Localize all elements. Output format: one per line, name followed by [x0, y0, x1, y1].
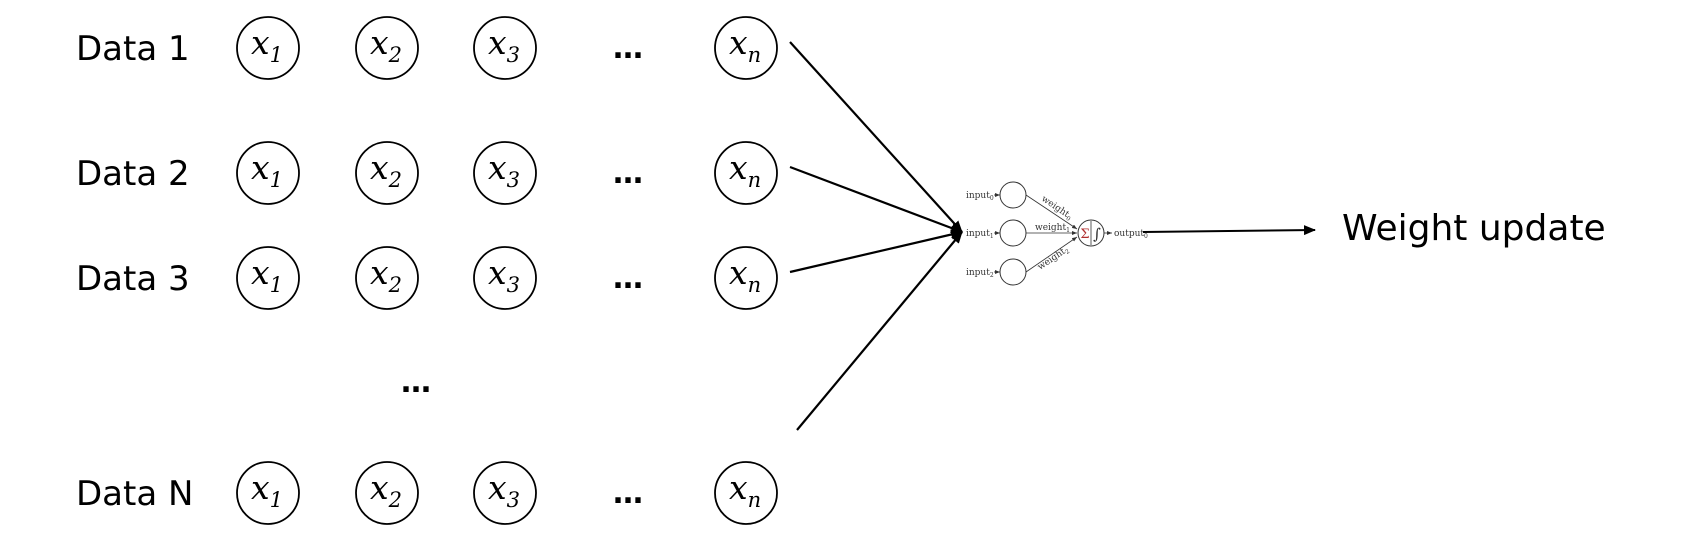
variable-label: xn [729, 468, 761, 512]
variable-label: x3 [488, 23, 520, 67]
variable-circle [236, 16, 300, 80]
variable-circle [236, 246, 300, 310]
variable-node: xn [714, 141, 778, 205]
variable-node: x3 [473, 461, 537, 525]
arrow-data-n [796, 231, 963, 431]
variable-circle [355, 141, 419, 205]
variable-label: x2 [370, 23, 402, 67]
variable-node: x2 [355, 246, 419, 310]
variable-node: xn [714, 246, 778, 310]
variable-label: x1 [251, 23, 283, 67]
data-row: Data N x1 x2 x3 xn … [76, 461, 778, 525]
sum-symbol: Σ [1080, 227, 1089, 242]
variable-circle [355, 246, 419, 310]
row-label: Data 1 [76, 29, 190, 69]
data-rows: Data 1 x1 x2 x3 xn … Data 2 x1 x2 x3 xn … Data 3 x1 x2… [76, 16, 778, 525]
input-label-1: input1 [966, 229, 994, 240]
variable-circle [473, 246, 537, 310]
variable-node: x1 [236, 246, 300, 310]
variable-label: x1 [251, 253, 283, 297]
variable-label: xn [729, 148, 761, 192]
variable-circle [714, 461, 778, 525]
variable-circle [236, 461, 300, 525]
row-label: Data 3 [76, 259, 190, 299]
variable-circle [473, 461, 537, 525]
weight-update-arrow [1142, 225, 1316, 236]
variable-node: xn [714, 16, 778, 80]
input-neuron-2 [999, 258, 1027, 286]
variable-circle [355, 16, 419, 80]
variable-node: x3 [473, 141, 537, 205]
variable-label: xn [729, 253, 761, 297]
variable-circle [355, 461, 419, 525]
variable-node: x1 [236, 141, 300, 205]
column-ellipsis: … [613, 31, 643, 66]
activation-symbol: ∫ [1093, 225, 1101, 243]
column-ellipsis: … [613, 476, 643, 511]
arrow-data-2 [789, 165, 963, 234]
variable-label: x2 [370, 253, 402, 297]
variable-label: x3 [488, 253, 520, 297]
variable-circle [473, 141, 537, 205]
variable-label: x2 [370, 148, 402, 192]
variable-circle [473, 16, 537, 80]
weight-label-0: weight0 [1039, 194, 1074, 223]
row-label: Data 2 [76, 154, 190, 194]
variable-node: x2 [355, 461, 419, 525]
column-ellipsis: … [613, 261, 643, 296]
weight-label-2: weight2 [1036, 245, 1071, 274]
variable-label: x3 [488, 468, 520, 512]
variable-node: x2 [355, 141, 419, 205]
variable-label: x1 [251, 468, 283, 512]
variable-label: xn [729, 23, 761, 67]
weight-line-2 [1025, 236, 1078, 273]
weight-label-1: weight1 [1035, 223, 1070, 234]
input-label-0: input0 [966, 191, 994, 202]
data-row: Data 3 x1 x2 x3 xn … [76, 246, 778, 310]
variable-node: x2 [355, 16, 419, 80]
arrow-data-1 [789, 41, 963, 233]
variable-node: xn [714, 461, 778, 525]
weight-update-label: Weight update [1342, 208, 1606, 249]
variable-node: x3 [473, 246, 537, 310]
input-label-2: input2 [966, 268, 994, 279]
data-row: Data 2 x1 x2 x3 xn … [76, 141, 778, 205]
variable-circle [714, 16, 778, 80]
variable-circle [236, 141, 300, 205]
variable-label: x2 [370, 468, 402, 512]
weight-line-0 [1025, 194, 1078, 230]
variable-node: x3 [473, 16, 537, 80]
row-label: Data N [76, 474, 193, 514]
variable-label: x3 [488, 148, 520, 192]
input-neuron-0 [999, 181, 1027, 209]
variable-node: x1 [236, 16, 300, 80]
variable-circle [714, 246, 778, 310]
arrow-data-3 [789, 229, 963, 274]
variable-node: x1 [236, 461, 300, 525]
rows-gap-ellipsis: … [401, 365, 431, 400]
input-neuron-1 [999, 219, 1027, 247]
output-label-small: output0 [1114, 229, 1148, 240]
variable-circle [714, 141, 778, 205]
perceptron-diagram: input0 input1 input2 weight0 weight1 wei… [966, 181, 1148, 286]
variable-label: x1 [251, 148, 283, 192]
column-ellipsis: … [613, 156, 643, 191]
converging-arrows [789, 41, 963, 431]
data-row: Data 1 x1 x2 x3 xn … [76, 16, 778, 80]
